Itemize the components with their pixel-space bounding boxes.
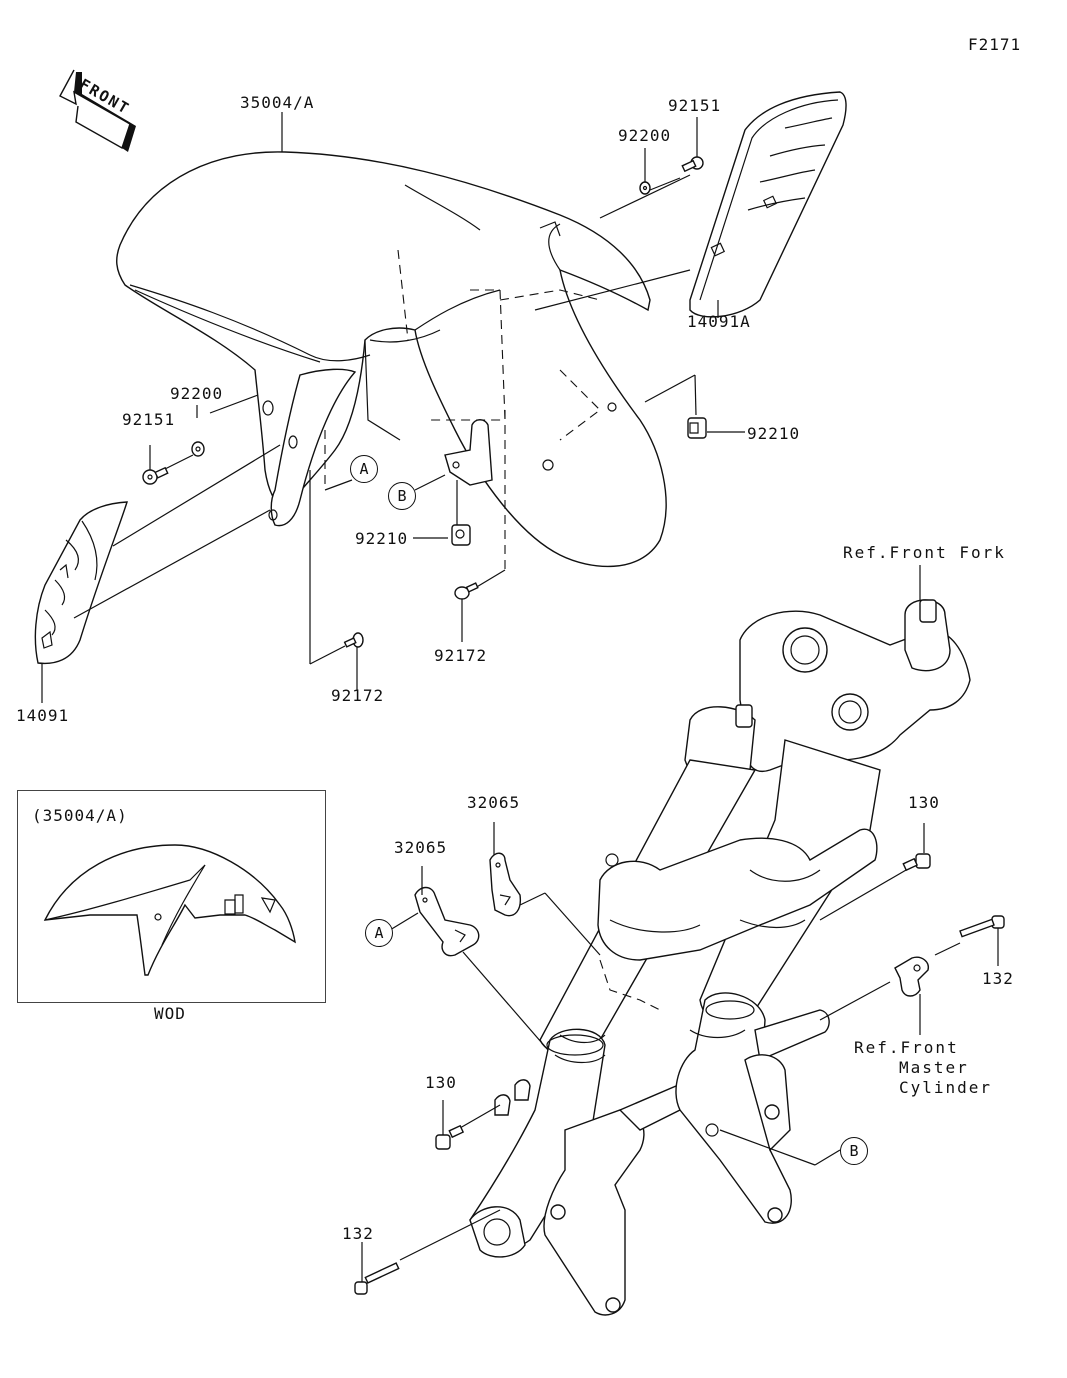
brackets-32065 bbox=[415, 853, 520, 955]
ref-front-fork-label[interactable]: Ref.Front Fork bbox=[843, 543, 1006, 562]
part-label-35004a[interactable]: 35004/A bbox=[240, 93, 315, 112]
part-label-14091a[interactable]: 14091A bbox=[687, 312, 751, 331]
left-cover-mount-strip bbox=[263, 369, 355, 525]
assembly-lines-fork bbox=[355, 822, 1004, 1294]
part-label-92210-right[interactable]: 92210 bbox=[747, 424, 801, 443]
part-label-92200-left[interactable]: 92200 bbox=[170, 384, 224, 403]
callout-b-fork: B bbox=[840, 1137, 868, 1165]
part-label-130-right[interactable]: 130 bbox=[908, 793, 940, 812]
part-label-32065-lower[interactable]: 32065 bbox=[394, 838, 448, 857]
part-label-92210-center[interactable]: 92210 bbox=[355, 529, 409, 548]
part-label-92200-top[interactable]: 92200 bbox=[618, 126, 672, 145]
left-side-cover-14091 bbox=[35, 502, 127, 663]
inset-fender-artwork bbox=[45, 845, 295, 975]
part-label-92151-left[interactable]: 92151 bbox=[122, 410, 176, 429]
ref-master-cylinder-line1[interactable]: Ref.Front bbox=[854, 1038, 959, 1057]
inset-variant-box bbox=[17, 790, 326, 1003]
callout-b-fender: B bbox=[388, 482, 416, 510]
front-direction-arrow-icon: FRONT bbox=[59, 69, 136, 152]
figure-code: F2171 bbox=[968, 35, 1022, 54]
part-label-92172-left[interactable]: 92172 bbox=[331, 686, 385, 705]
part-label-92151-top[interactable]: 92151 bbox=[668, 96, 722, 115]
ref-master-cylinder-line3[interactable]: Cylinder bbox=[899, 1078, 993, 1097]
callout-a-bracket: A bbox=[365, 919, 393, 947]
inset-title: (35004/A) bbox=[32, 806, 128, 825]
assembly-lines-fender bbox=[42, 112, 745, 703]
part-label-132-right[interactable]: 132 bbox=[982, 969, 1014, 988]
front-fender bbox=[117, 152, 666, 570]
inset-caption: WOD bbox=[154, 1004, 186, 1023]
part-label-132-left[interactable]: 132 bbox=[342, 1224, 374, 1243]
right-side-cover-14091a bbox=[690, 92, 846, 317]
part-label-32065-upper[interactable]: 32065 bbox=[467, 793, 521, 812]
part-label-92172-right[interactable]: 92172 bbox=[434, 646, 488, 665]
fender-hardware bbox=[143, 157, 706, 647]
front-fork-assembly bbox=[470, 565, 970, 1315]
callout-a-fender: A bbox=[350, 455, 378, 483]
part-label-14091[interactable]: 14091 bbox=[16, 706, 70, 725]
part-label-130-left[interactable]: 130 bbox=[425, 1073, 457, 1092]
ref-master-cylinder-line2[interactable]: Master bbox=[899, 1058, 969, 1077]
